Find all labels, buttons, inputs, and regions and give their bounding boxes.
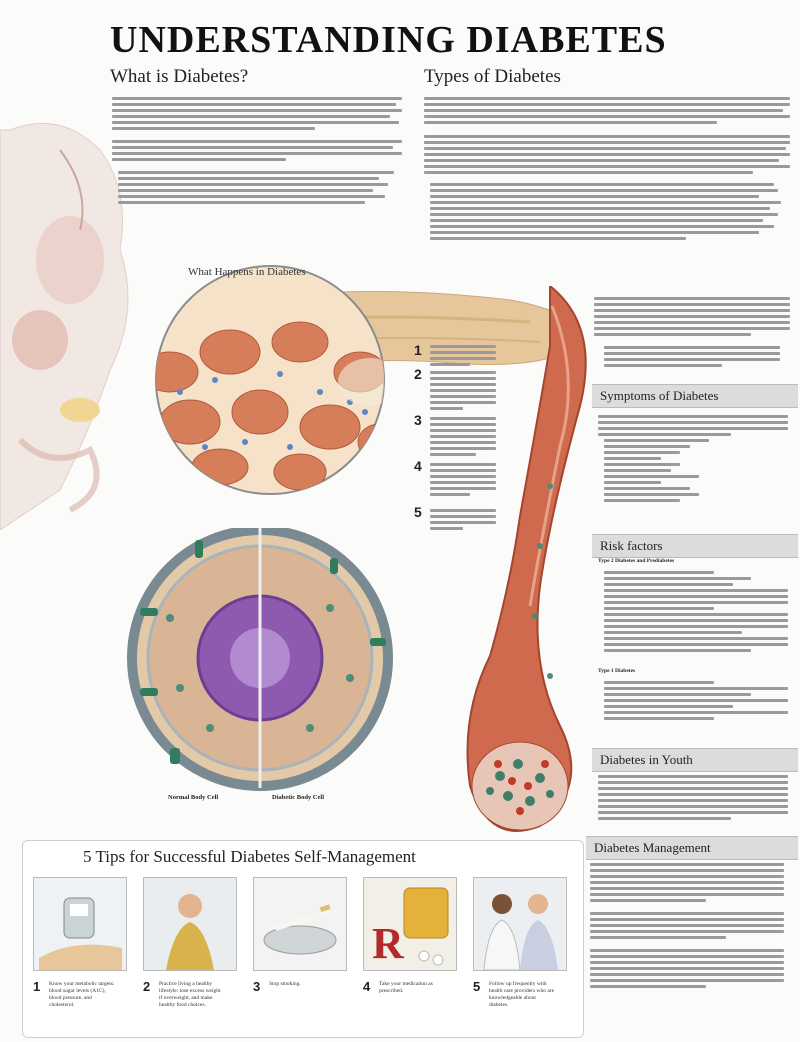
svg-text:R: R <box>372 919 405 968</box>
step-number: 4 <box>414 458 422 474</box>
tip-number: 1 <box>33 979 41 994</box>
types-of-diabetes-heading: Types of Diabetes <box>424 66 561 87</box>
tip-number: 5 <box>473 979 481 994</box>
normal-cell-label: Normal Body Cell <box>168 794 219 801</box>
cell-cross-section-illustration <box>127 528 393 791</box>
tip-number: 4 <box>363 979 371 994</box>
step-text <box>430 460 496 499</box>
blood-vessel-illustration <box>466 286 587 832</box>
tip-image-stop-smoking <box>253 877 347 971</box>
what-is-diabetes-text <box>112 94 402 207</box>
tip-text: Follow up frequently with health care pr… <box>489 981 555 1008</box>
tip-image-glucose-meter <box>33 877 127 971</box>
what-is-diabetes-heading: What is Diabetes? <box>110 66 249 87</box>
tip-text: Stop smoking. <box>269 981 301 987</box>
step-text <box>430 368 496 413</box>
step-number: 1 <box>414 342 422 358</box>
risk-type2-subheading: Type 2 Diabetes and Prediabetes <box>598 558 675 564</box>
tip-image-medication: R <box>363 877 457 971</box>
prediabetes-text <box>594 294 790 370</box>
symptoms-list <box>598 412 788 505</box>
tip-image-follow-up <box>473 877 567 971</box>
islet-magnifier-illustration <box>155 265 385 495</box>
risk-factors-heading: Risk factors <box>592 534 798 558</box>
step-text <box>430 506 496 533</box>
what-happens-heading: What Happens in Diabetes <box>188 266 306 278</box>
step-text <box>430 414 496 459</box>
tips-heading: 5 Tips for Successful Diabetes Self-Mana… <box>83 847 416 866</box>
tip-number: 2 <box>143 979 151 994</box>
diabetes-management-text <box>590 860 784 991</box>
tip-image-healthy-lifestyle <box>143 877 237 971</box>
tips-panel: 5 Tips for Successful Diabetes Self-Mana… <box>22 840 584 1038</box>
diabetic-cell-label: Diabetic Body Cell <box>272 794 324 801</box>
risk-type2-list <box>604 568 788 655</box>
step-number: 5 <box>414 504 422 520</box>
tip-text: Practice living a healthy lifestyle: los… <box>159 981 221 1008</box>
symptoms-heading: Symptoms of Diabetes <box>592 384 798 408</box>
step-text <box>430 342 496 369</box>
tip-text: Take your medication as prescribed. <box>379 981 433 994</box>
risk-type1-list <box>604 678 788 723</box>
risk-type1-subheading: Type 1 Diabetes <box>598 668 636 674</box>
body-anatomy-illustration <box>0 122 129 530</box>
diabetes-in-youth-heading: Diabetes in Youth <box>592 748 798 772</box>
tip-number: 3 <box>253 979 261 994</box>
tip-text: Know your metabolic targets: blood sugar… <box>49 981 115 1008</box>
diabetes-in-youth-text <box>598 772 788 823</box>
diabetes-management-heading: Diabetes Management <box>586 836 798 860</box>
page-title: UNDERSTANDING DIABETES <box>110 19 667 61</box>
step-number: 3 <box>414 412 422 428</box>
types-of-diabetes-text <box>424 94 790 243</box>
step-number: 2 <box>414 366 422 382</box>
